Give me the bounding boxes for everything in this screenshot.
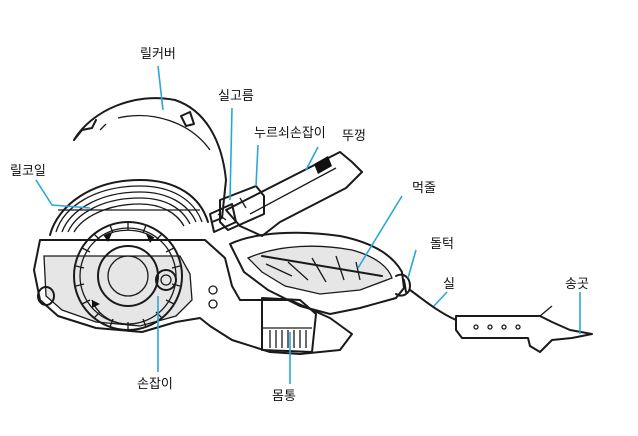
- part-labels: 릴커버 실고름 누르쇠손잡이 뚜껑 먹줄 돌턱 릴코일 실 송곳 손잡이 몸통: [10, 47, 589, 404]
- reel-coil-part: [49, 179, 209, 236]
- label-ink-pot: 먹줄: [412, 181, 436, 196]
- thread-guide-part: [209, 203, 237, 233]
- push-handle-part: [219, 185, 265, 231]
- label-bump: 돌턱: [430, 237, 454, 252]
- thread-and-awl: [409, 289, 593, 353]
- label-handle: 손잡이: [137, 377, 173, 392]
- label-thread-guide: 실고름: [218, 89, 254, 104]
- label-lid: 뚜껑: [342, 129, 366, 144]
- handle-wheel: [73, 221, 183, 331]
- label-awl: 송곳: [565, 277, 589, 292]
- label-push-handle: 누르쇠손잡이: [254, 126, 326, 141]
- label-thread: 실: [443, 277, 455, 292]
- label-body: 몸통: [272, 389, 296, 404]
- label-reel-cover: 릴커버: [140, 47, 176, 62]
- tool-body: [33, 231, 411, 355]
- reel-cover-part: [73, 97, 227, 223]
- lid-part: [225, 151, 363, 237]
- label-reel-coil: 릴코일: [10, 164, 46, 179]
- leader-lines: [35, 65, 581, 384]
